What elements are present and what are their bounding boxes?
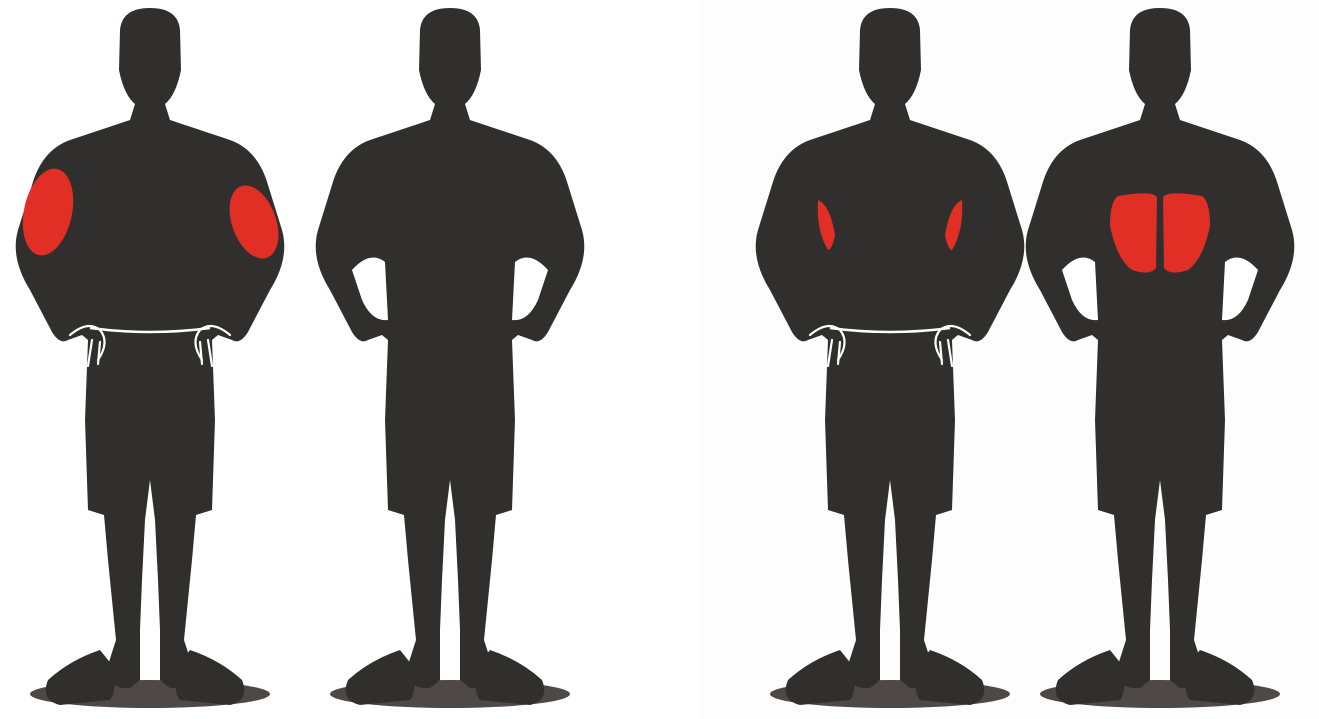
figure-2-body bbox=[316, 8, 585, 705]
figure-1-body bbox=[16, 8, 285, 705]
figure-1-silhouette bbox=[0, 0, 300, 719]
figure-2-silhouette bbox=[300, 0, 600, 719]
figure-3-silhouette bbox=[740, 0, 1040, 719]
figure-4-body bbox=[1026, 8, 1295, 705]
figure-3-body bbox=[756, 8, 1025, 705]
figure-4-silhouette bbox=[1010, 0, 1310, 719]
